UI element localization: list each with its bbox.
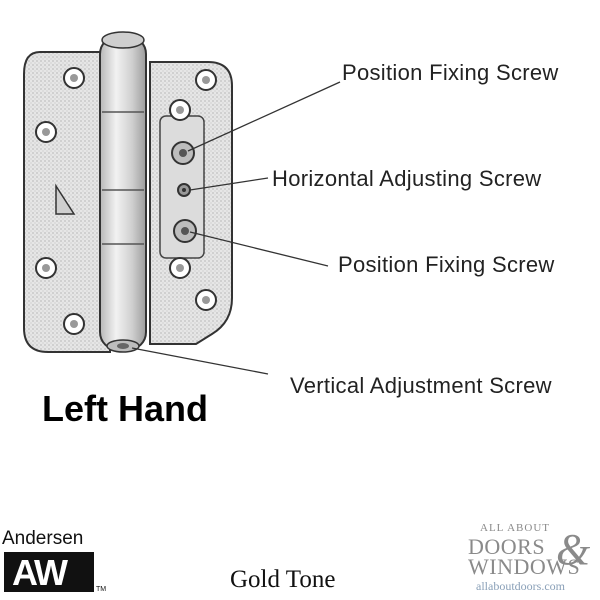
right-leaf-holes <box>169 69 217 311</box>
position-fixing-screw-top <box>171 141 195 165</box>
store-url: allaboutdoors.com <box>476 579 565 593</box>
hinge-barrel <box>99 35 147 351</box>
store-logo: ALL ABOUT DOORS & WINDOWS allaboutdoors.… <box>468 522 598 593</box>
store-doors: DOORS <box>468 534 546 559</box>
store-tagline: ALL ABOUT <box>480 522 551 534</box>
andersen-logo: Andersen AW TM <box>2 528 112 598</box>
position-fixing-screw-bottom <box>173 219 197 243</box>
horizontal-adjusting-screw <box>177 183 191 197</box>
label-position-fixing-screw-top: Position Fixing Screw <box>342 60 559 85</box>
hand-heading: Left Hand <box>42 388 208 429</box>
leader-lines <box>131 81 341 375</box>
label-vertical-adjustment-screw: Vertical Adjustment Screw <box>290 373 552 398</box>
andersen-logo-box <box>4 552 94 592</box>
store-windows: WINDOWS <box>468 554 581 579</box>
leaf-logo-mark <box>55 183 76 215</box>
label-position-fixing-screw-bottom: Position Fixing Screw <box>338 252 555 277</box>
andersen-aw-mark: AW <box>12 552 68 593</box>
store-ampersand: & <box>556 525 591 574</box>
andersen-wordmark: Andersen <box>2 528 84 549</box>
label-horizontal-adjusting-screw: Horizontal Adjusting Screw <box>272 166 542 191</box>
andersen-tm: TM <box>96 586 107 593</box>
finish-caption: Gold Tone <box>230 566 336 593</box>
left-leaf-holes <box>35 67 85 335</box>
